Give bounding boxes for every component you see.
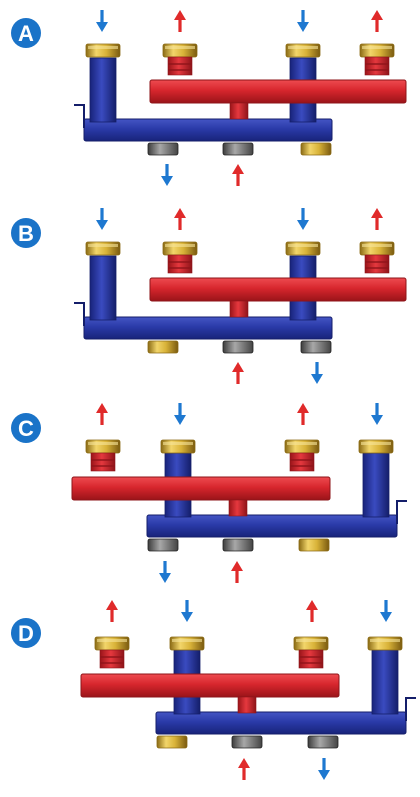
- bottom-port-fitting: [298, 538, 330, 552]
- cold-outflow-arrow: [161, 164, 173, 186]
- variant-c: C: [11, 403, 407, 583]
- cold-port-fitting: [85, 43, 121, 58]
- hot-port-fitting: [94, 636, 130, 669]
- cold-inflow-arrow: [297, 10, 309, 32]
- hot-supply-header: [149, 277, 407, 302]
- hot-connector: [228, 499, 248, 517]
- bottom-port-fitting: [222, 340, 254, 354]
- variant-label: B: [18, 221, 34, 246]
- cold-port-fitting: [367, 636, 403, 651]
- cold-inflow-arrow: [297, 208, 309, 230]
- bottom-port-fitting: [300, 142, 332, 156]
- cold-riser-pipe: [362, 452, 390, 518]
- cold-inflow-arrow: [174, 403, 186, 425]
- cold-outflow-arrow: [318, 758, 330, 780]
- variant-label: C: [18, 416, 34, 441]
- hot-port-fitting: [284, 439, 320, 472]
- hot-inflow-arrow: [232, 164, 244, 186]
- hot-inflow-arrow: [231, 561, 243, 583]
- cold-inflow-arrow: [181, 600, 193, 622]
- cold-port-fitting: [285, 43, 321, 58]
- cold-inflow-arrow: [96, 208, 108, 230]
- hot-supply-header: [80, 673, 340, 698]
- hot-connector: [229, 300, 249, 318]
- bottom-port-fitting: [307, 735, 339, 749]
- cold-port-fitting: [285, 241, 321, 256]
- hot-port-fitting: [85, 439, 121, 472]
- variant-a: A: [11, 10, 407, 186]
- cold-return-header: [155, 711, 407, 735]
- cold-port-fitting: [169, 636, 205, 651]
- variant-badge-d: D: [11, 618, 41, 648]
- hot-outflow-arrow: [174, 208, 186, 230]
- cold-inflow-arrow: [380, 600, 392, 622]
- bottom-port-fitting: [300, 340, 332, 354]
- mounting-bracket: [396, 500, 407, 524]
- mounting-bracket: [405, 697, 416, 721]
- hot-outflow-arrow: [371, 208, 383, 230]
- cold-return-header: [83, 118, 333, 142]
- hot-port-fitting: [359, 241, 395, 274]
- cold-riser-pipe: [89, 57, 117, 123]
- bottom-port-fitting: [222, 142, 254, 156]
- cold-return-header: [146, 514, 398, 538]
- hot-port-fitting: [293, 636, 329, 669]
- variant-label: D: [18, 621, 34, 646]
- hot-outflow-arrow: [306, 600, 318, 622]
- hot-port-fitting: [359, 43, 395, 76]
- variant-b: B: [11, 208, 407, 384]
- hot-outflow-arrow: [371, 10, 383, 32]
- mounting-bracket: [74, 302, 85, 326]
- hot-outflow-arrow: [174, 10, 186, 32]
- bottom-port-fitting: [147, 340, 179, 354]
- bottom-port-fitting: [147, 142, 179, 156]
- bottom-port-fitting: [231, 735, 263, 749]
- hot-inflow-arrow: [232, 362, 244, 384]
- cold-port-fitting: [85, 241, 121, 256]
- hot-outflow-arrow: [297, 403, 309, 425]
- cold-riser-pipe: [89, 255, 117, 321]
- bottom-port-fitting: [156, 735, 188, 749]
- variant-badge-a: A: [11, 18, 41, 48]
- hot-connector: [229, 102, 249, 120]
- bottom-port-fitting: [147, 538, 179, 552]
- cold-port-fitting: [160, 439, 196, 454]
- variant-label: A: [18, 21, 34, 46]
- hot-outflow-arrow: [96, 403, 108, 425]
- variant-badge-c: C: [11, 413, 41, 443]
- hot-connector: [237, 696, 257, 714]
- bottom-port-fitting: [222, 538, 254, 552]
- hot-port-fitting: [162, 43, 198, 76]
- cold-return-header: [83, 316, 333, 340]
- cold-port-fitting: [358, 439, 394, 454]
- cold-outflow-arrow: [311, 362, 323, 384]
- hot-inflow-arrow: [238, 758, 250, 780]
- cold-riser-pipe: [371, 649, 399, 715]
- cold-outflow-arrow: [159, 561, 171, 583]
- variant-d: D: [11, 600, 416, 780]
- cold-inflow-arrow: [96, 10, 108, 32]
- hot-port-fitting: [162, 241, 198, 274]
- cold-inflow-arrow: [371, 403, 383, 425]
- hot-outflow-arrow: [106, 600, 118, 622]
- variant-badge-b: B: [11, 218, 41, 248]
- mounting-bracket: [74, 104, 85, 128]
- hot-supply-header: [71, 476, 331, 501]
- hot-supply-header: [149, 79, 407, 104]
